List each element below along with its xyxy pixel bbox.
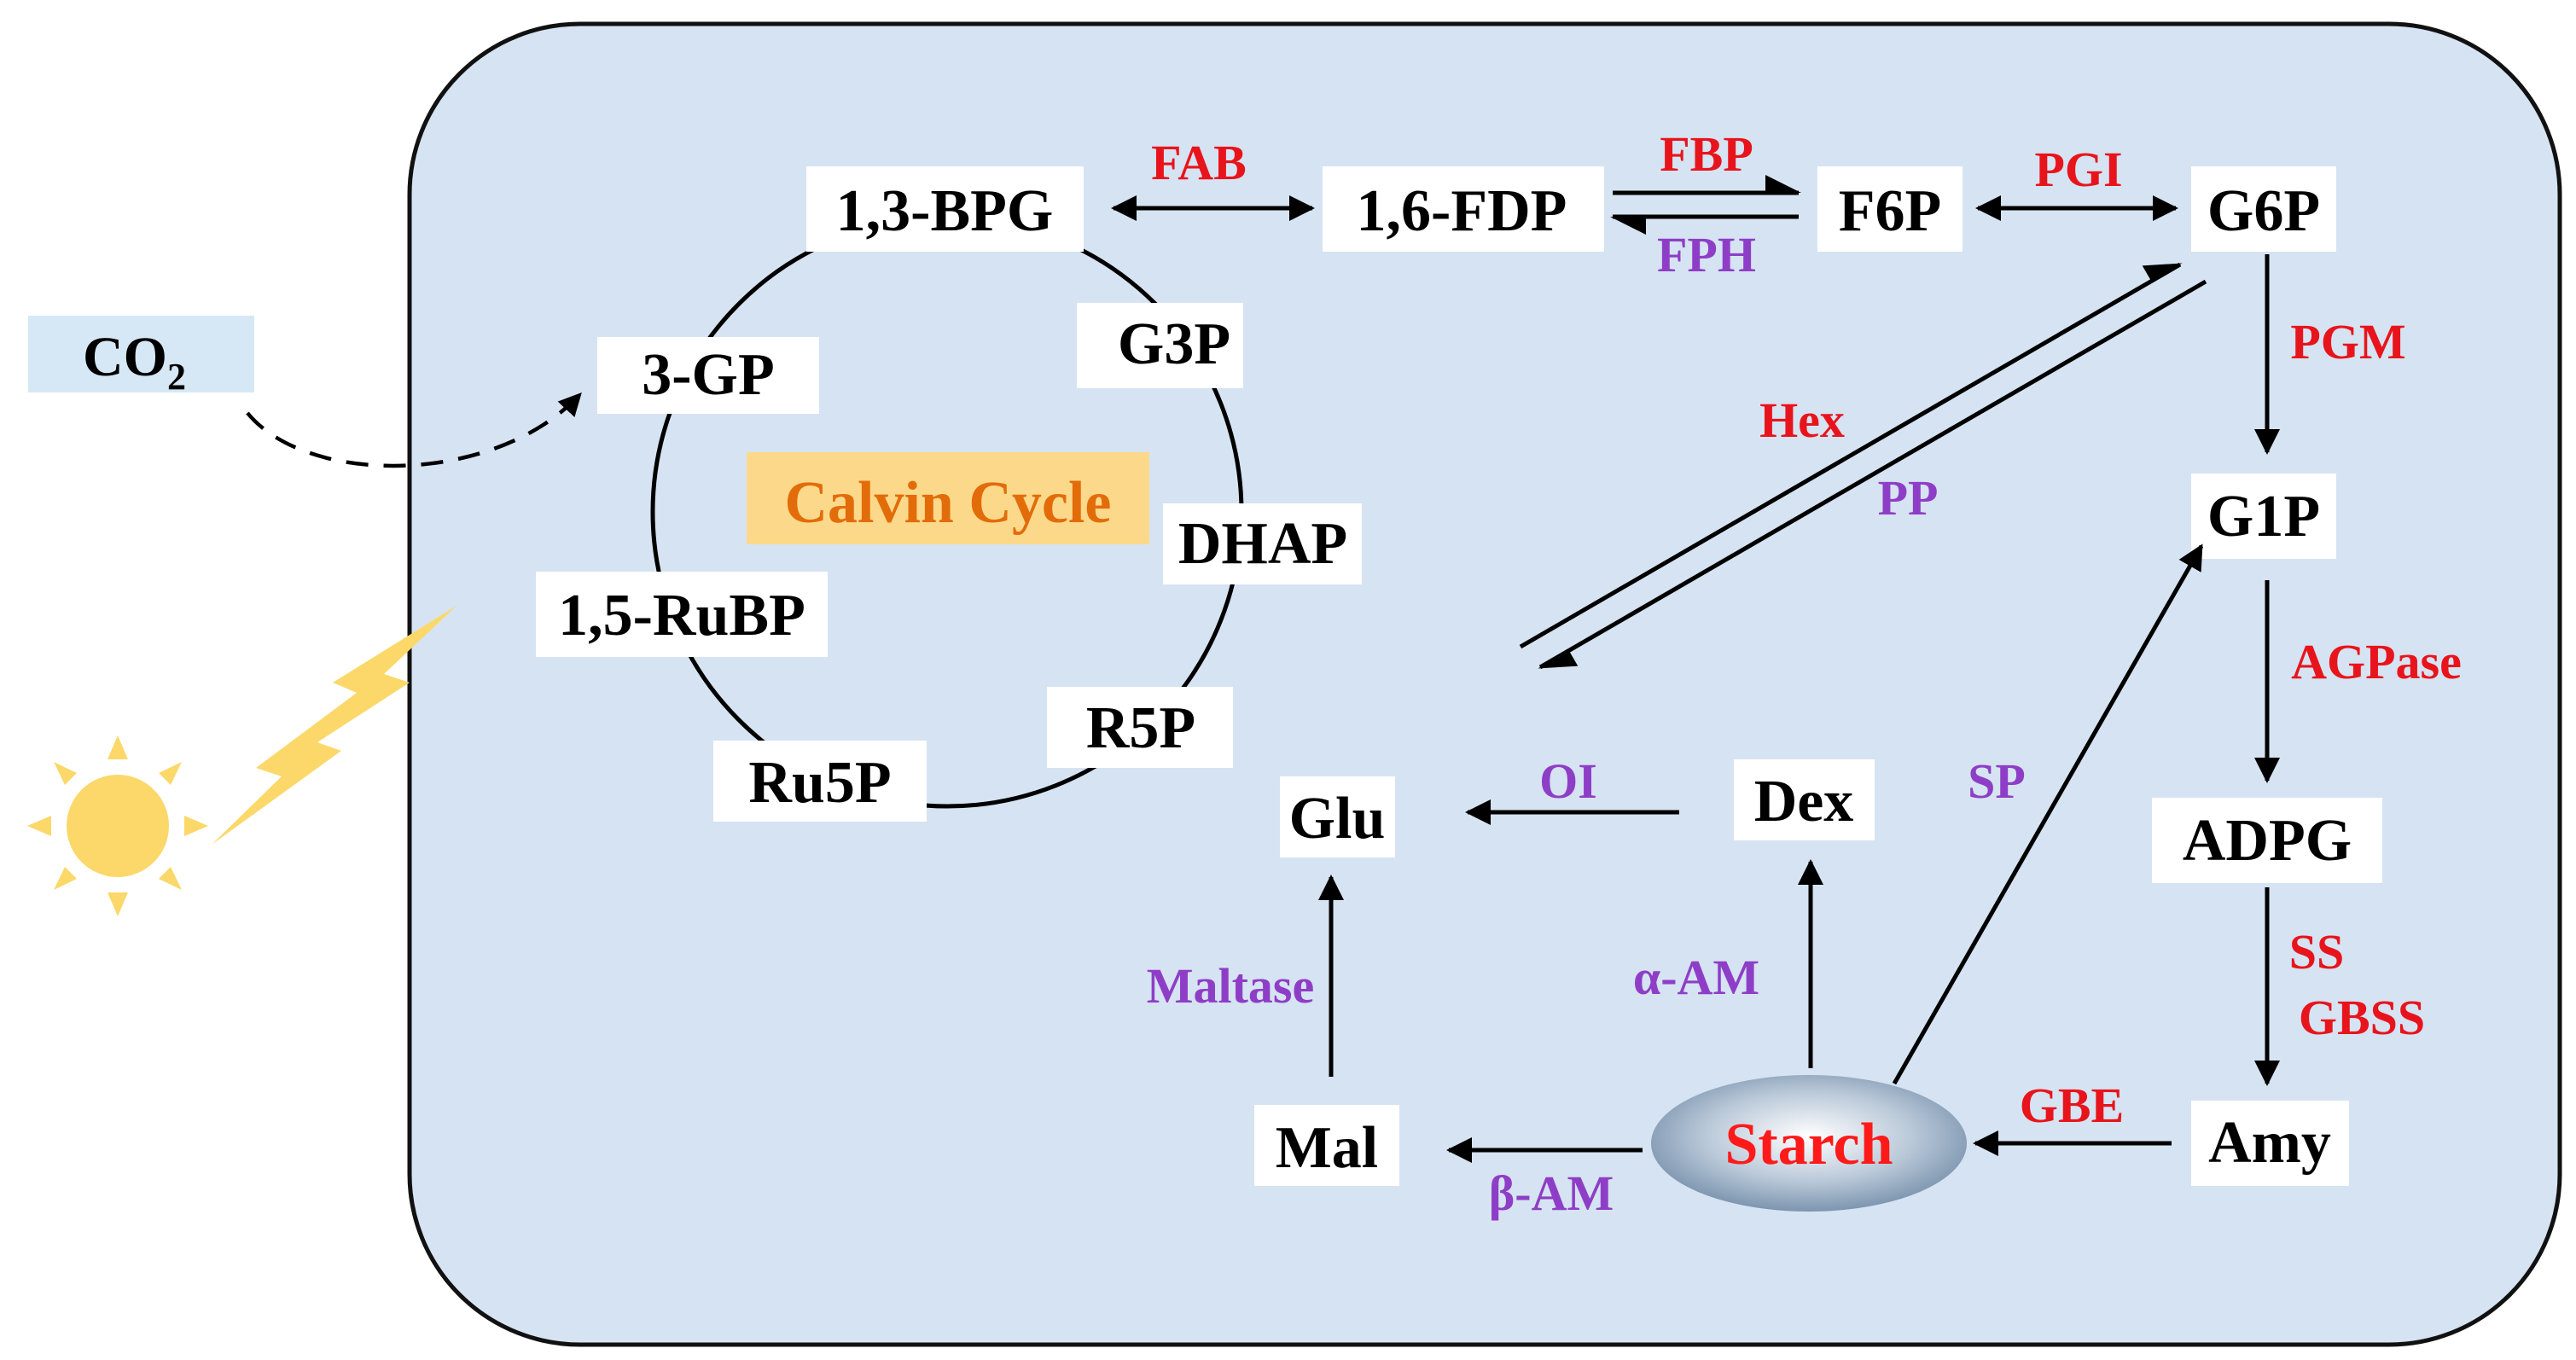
metabolite-1-5-rubp: 1,5-RuBP xyxy=(558,583,805,648)
enzyme-fph: FPH xyxy=(1657,227,1756,282)
metabolite-dex: Dex xyxy=(1754,769,1854,834)
starch-granule xyxy=(1651,1075,1967,1212)
co2-dashed-arrow xyxy=(246,392,582,468)
enzyme-hex: Hex xyxy=(1759,392,1845,448)
co2-box: CO2 xyxy=(28,316,254,398)
metabolite-g6p: G6P xyxy=(2207,178,2320,244)
enzyme-oi: OI xyxy=(1539,753,1597,809)
metabolite-dhap: DHAP xyxy=(1178,511,1347,577)
calvin-cycle-label: Calvin Cycle xyxy=(784,470,1111,536)
enzyme-agpase: AGPase xyxy=(2291,634,2462,689)
metabolite-1-6-fdp: 1,6-FDP xyxy=(1357,178,1567,244)
enzyme-sp: SP xyxy=(1968,753,2026,809)
metabolite-r5p: R5P xyxy=(1086,695,1195,761)
enzyme-gbss: GBSS xyxy=(2299,990,2425,1045)
enzyme-pp: PP xyxy=(1878,470,1939,526)
metabolite-3-gp: 3-GP xyxy=(642,342,775,408)
enzyme-fab: FAB xyxy=(1151,135,1247,190)
metabolite-amy: Amy xyxy=(2208,1110,2331,1176)
arrow-hex xyxy=(1519,262,2183,649)
enzyme-pgi: PGI xyxy=(2034,142,2122,197)
metabolite-mal: Mal xyxy=(1276,1115,1379,1181)
enzyme-ss: SS xyxy=(2289,924,2345,979)
enzyme-fbp: FBP xyxy=(1660,126,1753,182)
arrow-pp xyxy=(1538,279,2207,670)
metabolite-starch: Starch xyxy=(1724,1112,1893,1177)
calvin-cycle-label-bg xyxy=(747,452,1149,544)
metabolite-g3p: G3P xyxy=(1118,311,1230,377)
enzyme-pgm: PGM xyxy=(2290,314,2405,369)
metabolite-g1p: G1P xyxy=(2207,484,2320,549)
sun-icon xyxy=(27,735,208,916)
enzyme-maltase: Maltase xyxy=(1147,958,1315,1014)
enzyme-alpha-am: α-AM xyxy=(1633,950,1759,1005)
metabolite-adpg: ADPG xyxy=(2183,808,2352,874)
svg-text:CO2: CO2 xyxy=(83,326,186,398)
enzyme-beta-am: β-AM xyxy=(1489,1165,1614,1221)
metabolite-ru5p: Ru5P xyxy=(748,750,891,816)
metabolite-1-3-bpg: 1,3-BPG xyxy=(836,178,1054,244)
lightning-icon xyxy=(212,606,456,845)
arrow-starch-g1p xyxy=(1892,543,2204,1085)
enzyme-gbe: GBE xyxy=(2020,1078,2125,1133)
metabolite-f6p: F6P xyxy=(1839,178,1942,244)
metabolite-glu: Glu xyxy=(1289,786,1386,851)
